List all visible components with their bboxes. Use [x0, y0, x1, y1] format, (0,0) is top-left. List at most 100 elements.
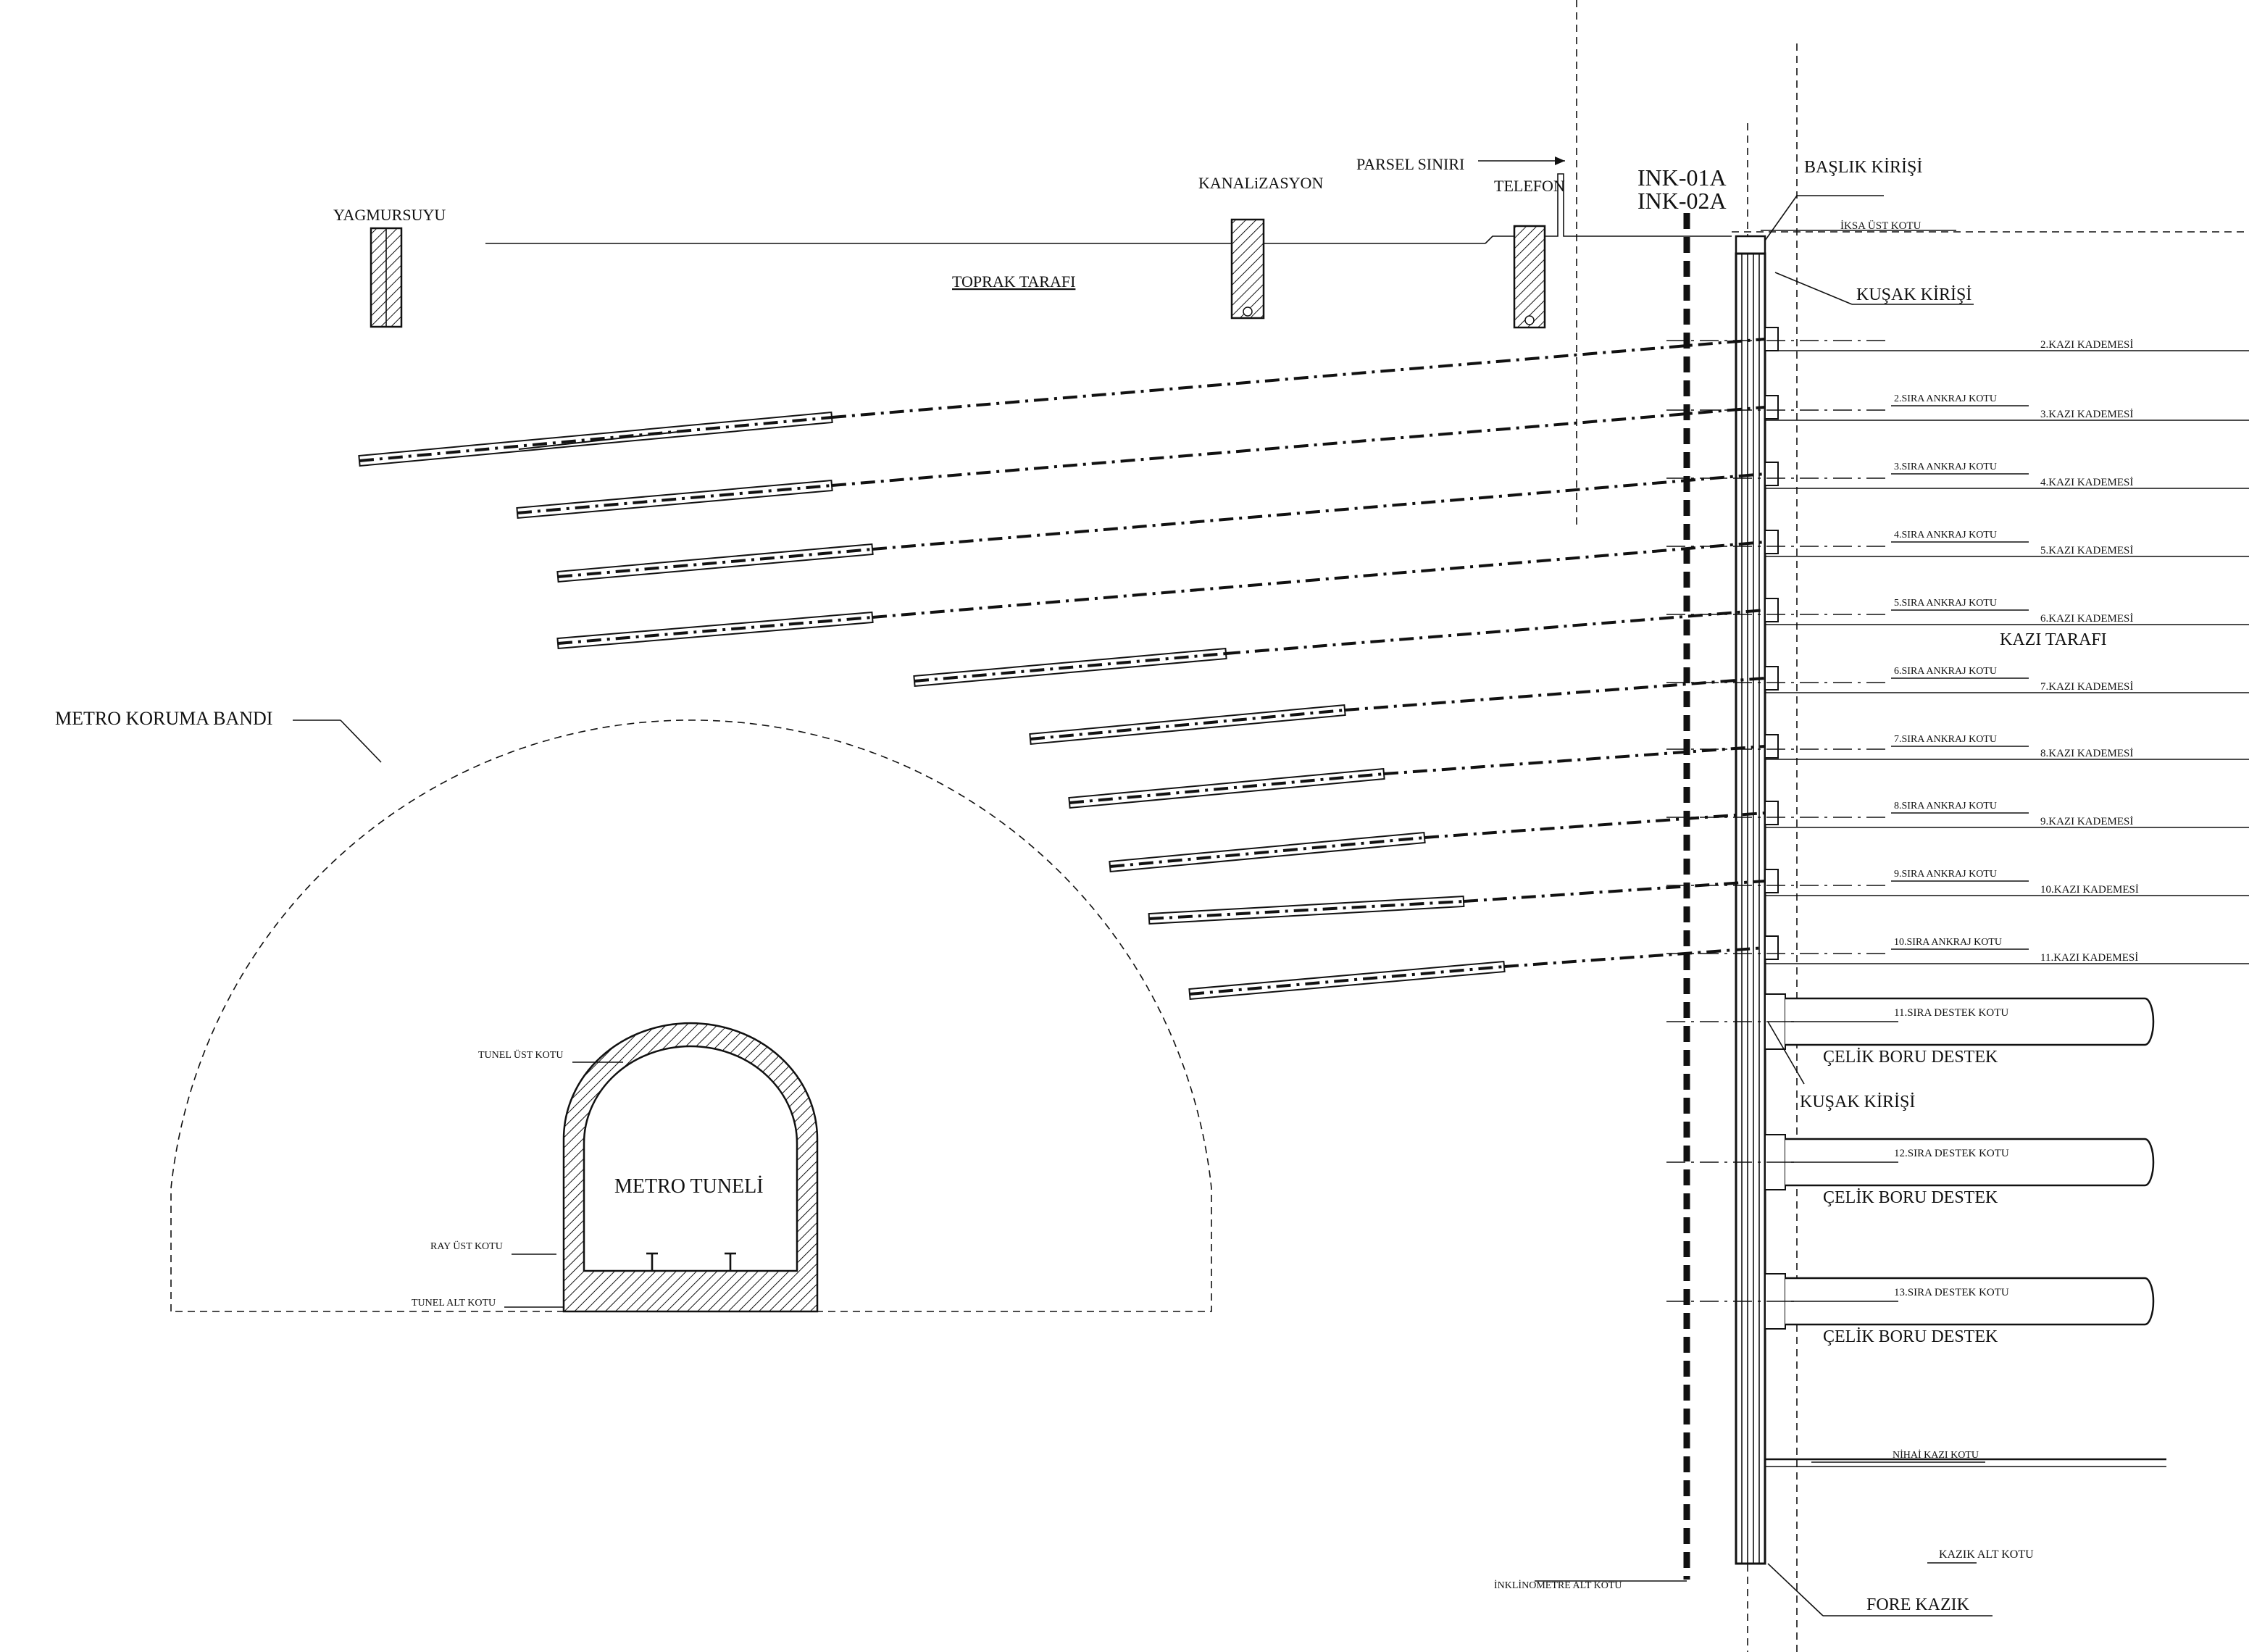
kusak-kirisi-top-label: KUŞAK KİRİŞİ — [1856, 285, 1971, 304]
utility-telephone-pipe — [1513, 225, 1546, 329]
anchor-grout-zone — [358, 411, 833, 467]
ground-anchors — [358, 338, 1766, 1001]
stage-labels: 2.KAZI KADEMESİ 3.KAZI KADEMESİ 4.KAZI KAD… — [1823, 339, 2139, 1346]
anchor-grout-zone — [556, 611, 874, 650]
iksa-ust-kotu-label: İKSA ÜST KOTU — [1840, 220, 1922, 232]
anchor-free-length — [1463, 880, 1766, 903]
yagmursuyu-label: YAGMURSUYU — [333, 206, 446, 224]
waling-beams — [1764, 327, 1779, 960]
anchor-grout-zone — [1029, 704, 1346, 746]
anchor-grout-zone — [913, 647, 1227, 688]
anchor-grout-zone — [1068, 767, 1385, 809]
anchor-free-length — [1424, 812, 1766, 839]
excavation-stage-label: 4.KAZI KADEMESİ — [2040, 477, 2133, 488]
waling-beam — [1764, 734, 1779, 759]
nihai-kazi-kotu-label: NİHAİ KAZI KOTU — [1893, 1449, 1979, 1461]
waling-beam — [1764, 935, 1779, 960]
excavation-stage-label: 2.KAZI KADEMESİ — [2040, 339, 2133, 351]
strut-level-label: 13.SIRA DESTEK KOTU — [1894, 1287, 2009, 1298]
anchor-level-label: 6.SIRA ANKRAJ KOTU — [1894, 666, 1997, 677]
anchor-level-label: 10.SIRA ANKRAJ KOTU — [1894, 937, 2002, 948]
kazi-tarafi-label: KAZI TARAFI — [2000, 630, 2107, 649]
excavation-stage-label: 10.KAZI KADEMESİ — [2040, 884, 2139, 896]
steel-pipe-strut-label: ÇELİK BORU DESTEK — [1823, 1048, 1998, 1067]
metro-koruma-bandi-label: METRO KORUMA BANDI — [55, 708, 272, 729]
anchor-level-label: 4.SIRA ANKRAJ KOTU — [1894, 530, 1997, 541]
baslik-kirisi-label: BAŞLIK KİRİŞİ — [1804, 158, 1922, 177]
parsel-siniri-label: PARSEL SINIRI — [1356, 155, 1464, 173]
tendon-core — [1148, 900, 1464, 920]
steel-pipe-struts — [1666, 993, 2155, 1330]
waling-beam — [1764, 327, 1779, 351]
strut-level-label: 12.SIRA DESTEK KOTU — [1894, 1148, 2009, 1159]
steel-pipe — [1785, 1277, 2155, 1326]
excavation-stage-label: 5.KAZI KADEMESİ — [2040, 545, 2133, 556]
excavation-stage-label: 11.KAZI KADEMESİ — [2040, 952, 2138, 964]
utility-sewer-pipe — [1230, 218, 1265, 320]
tendon-core — [557, 616, 873, 645]
anchor-free-length — [831, 338, 1766, 419]
excavation-stage-label: 9.KAZI KADEMESİ — [2040, 816, 2133, 827]
tunel-ust-kotu-label: TUNEL ÜST KOTU — [478, 1048, 563, 1061]
anchor-grout-zone — [1188, 960, 1506, 1001]
waling-beam — [1764, 666, 1779, 691]
tendon-core — [517, 484, 833, 514]
fore-kazik-label: FORE KAZIK — [1866, 1595, 1970, 1614]
excavation-stage-label: 8.KAZI KADEMESİ — [2040, 748, 2133, 759]
tendon-core — [1109, 836, 1425, 868]
tendon-core — [557, 548, 873, 578]
metro-tunnel — [562, 1022, 819, 1313]
anchor-free-length — [1344, 677, 1766, 712]
anchor-grout-zone — [1148, 895, 1465, 925]
bored-pile-wall — [1735, 235, 1766, 1565]
anchor-free-length — [872, 541, 1766, 619]
ground-surface — [485, 173, 2249, 244]
anchor-free-length — [831, 406, 1766, 487]
waling-beam — [1764, 869, 1779, 893]
waling-beam — [1764, 598, 1779, 622]
metro-tuneli-label: METRO TUNELİ — [614, 1175, 764, 1198]
anchor-grout-zone — [556, 543, 874, 583]
tendon-core — [359, 416, 833, 462]
steel-pipe-strut-label: ÇELİK BORU DESTEK — [1823, 1188, 1998, 1207]
anchor-grout-zone — [1109, 831, 1426, 873]
kanalizasyon-label: KANALiZASYON — [1198, 174, 1323, 192]
level-lines — [1666, 340, 2249, 964]
anchor-level-label: 7.SIRA ANKRAJ KOTU — [1894, 734, 1997, 745]
toprak-tarafi-label: TOPRAK TARAFI — [952, 272, 1075, 291]
anchor-level-label: 2.SIRA ANKRAJ KOTU — [1894, 393, 1997, 404]
anchor-free-length — [1383, 745, 1766, 775]
anchor-level-label: 8.SIRA ANKRAJ KOTU — [1894, 801, 1997, 812]
anchor-level-label: 3.SIRA ANKRAJ KOTU — [1894, 462, 1997, 472]
metro-protection-band — [170, 719, 1212, 1312]
leader-lines — [293, 195, 1993, 1616]
tendon-core — [914, 652, 1227, 683]
tendon-core — [1069, 772, 1385, 804]
tendon-core — [1189, 965, 1505, 996]
excavation-stage-label: 3.KAZI KADEMESİ — [2040, 409, 2133, 420]
ray-ust-kotu-label: RAY ÜST KOTU — [430, 1240, 503, 1252]
kusak-kirisi-mid-label: KUŞAK KİRİŞİ — [1800, 1093, 1915, 1111]
grout-joint — [518, 431, 679, 450]
ink-02a-label: INK-02A — [1637, 188, 1727, 214]
tunel-alt-kotu-label: TUNEL ALT KOTU — [412, 1298, 496, 1309]
anchor-free-length — [872, 472, 1766, 551]
steel-pipe-strut-label: ÇELİK BORU DESTEK — [1823, 1327, 1998, 1346]
excavation-stage-label: 6.KAZI KADEMESİ — [2040, 613, 2133, 625]
final-excavation-level — [1765, 1458, 2166, 1467]
anchor-free-length — [1503, 946, 1766, 968]
steel-pipe — [1785, 997, 2155, 1046]
strut-level-label: 11.SIRA DESTEK KOTU — [1894, 1007, 2008, 1019]
anchor-free-length — [1225, 609, 1766, 655]
utility-rain-water-pipe — [370, 227, 403, 328]
steel-pipe — [1785, 1138, 2155, 1187]
waling-beam — [1764, 395, 1779, 420]
anchor-level-label: 5.SIRA ANKRAJ KOTU — [1894, 598, 1997, 609]
waling-beam — [1764, 530, 1779, 554]
anchor-level-label: 9.SIRA ANKRAJ KOTU — [1894, 869, 1997, 880]
ink-01a-label: INK-01A — [1637, 164, 1727, 191]
waling-beam — [1764, 801, 1779, 825]
anchor-grout-zone — [516, 479, 833, 520]
excavation-stage-label: 7.KAZI KADEMESİ — [2040, 681, 2133, 693]
